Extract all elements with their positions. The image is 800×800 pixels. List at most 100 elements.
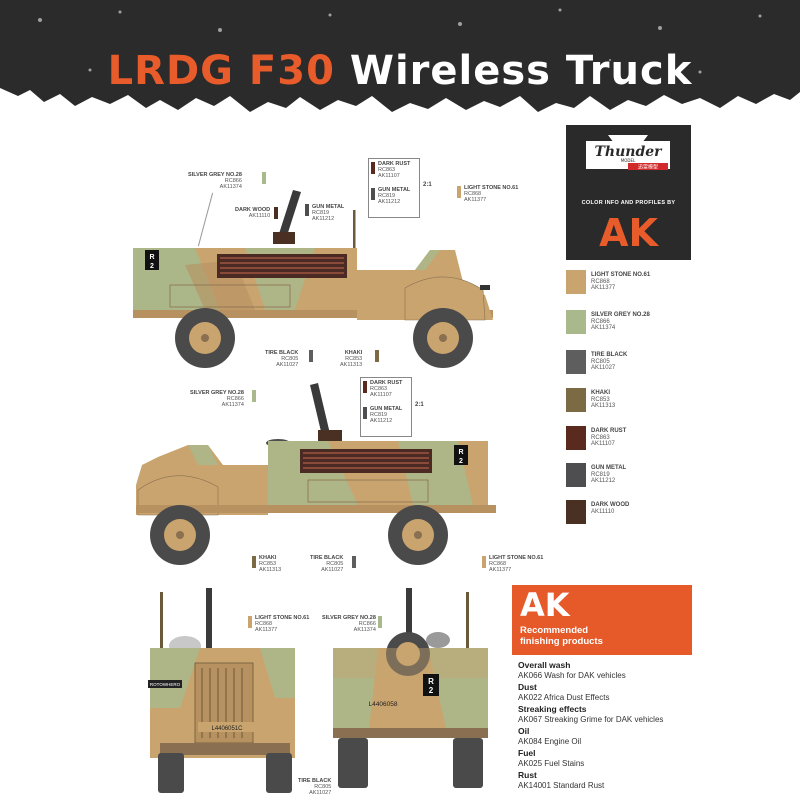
gun-mount — [273, 232, 295, 244]
right-tire — [453, 738, 483, 788]
page-title: LRDG F30 Wireless Truck — [0, 48, 800, 94]
bumper — [160, 743, 290, 755]
product-heading: Oil — [518, 726, 530, 736]
header-band — [0, 0, 800, 112]
chip-silver-grey — [262, 172, 266, 184]
swatch-light-stone — [566, 270, 586, 294]
antenna-mast — [353, 210, 356, 255]
legend-name: GUN METAL — [591, 465, 627, 471]
ak-panel-logo: AK — [520, 586, 570, 624]
legend-ak: AK11212 — [591, 478, 616, 484]
sand-channel-holes — [220, 257, 344, 274]
tac-sign-r: R — [458, 449, 463, 456]
ak-panel-text: Recommended finishing products — [520, 625, 603, 647]
chip-dark-wood — [274, 207, 278, 219]
title-subject: Wireless Truck — [349, 48, 693, 94]
swatch-gun-metal — [566, 463, 586, 487]
swatch-tire-black — [566, 350, 586, 374]
tac-sign-2: 2 — [429, 686, 434, 695]
name-plate — [148, 680, 182, 688]
legend-rc: RC853 — [591, 396, 610, 403]
truck-profile-left-side: R 2 — [136, 383, 496, 565]
tactical-sign — [423, 674, 439, 696]
ak-panel-line2: finishing products — [520, 636, 603, 647]
gun-barrel — [206, 588, 212, 648]
product-item: AK022 Africa Dust Effects — [518, 693, 610, 702]
name-plate-text: ROTOWHERO — [150, 682, 181, 687]
legend-ak: AK11107 — [591, 441, 615, 447]
legend-ak: AK11027 — [591, 365, 616, 371]
legend-rc: RC819 — [591, 471, 610, 478]
brand-panel: Thunder MODEL 迅雷模型 COLOR INFO AND PROFIL… — [566, 125, 691, 260]
swatch-dark-wood — [566, 500, 586, 524]
logo-cn-text: 迅雷模型 — [638, 164, 658, 171]
front-wheel — [413, 308, 473, 368]
legend-rc: RC805 — [591, 358, 610, 365]
chip-gun-metal-mix — [371, 188, 375, 200]
mix-ratio: 2:1 — [423, 182, 432, 188]
product-heading: Streaking effects — [518, 704, 587, 714]
product-heading: Rust — [518, 770, 537, 780]
legend-ak: AK11377 — [591, 285, 616, 291]
color-info-label: COLOR INFO AND PROFILES BY — [581, 200, 676, 206]
tac-sign-2: 2 — [459, 458, 463, 465]
truck-profile-right-side: R 2 — [133, 190, 493, 368]
gun-barrel — [310, 383, 331, 440]
swatch-khaki — [566, 388, 586, 412]
tac-sign-2: 2 — [150, 263, 154, 270]
product-item: AK066 Wash for DAK vehicles — [518, 671, 626, 680]
rear-plate-text: L4406058 — [369, 701, 398, 708]
tailboard — [333, 728, 488, 738]
ak-logo: AK — [599, 211, 658, 255]
mix-box — [368, 158, 420, 218]
front-fender — [404, 276, 486, 321]
chassis — [136, 505, 496, 513]
chip-gun-metal — [305, 204, 309, 216]
legend-rc: RC868 — [591, 278, 610, 285]
chip-light-stone — [457, 186, 461, 198]
gun-barrel — [277, 190, 301, 242]
mix-ratio: 2:1 — [415, 402, 424, 408]
left-tire — [158, 753, 184, 793]
sand-channel-holes — [303, 452, 429, 469]
tactical-sign — [145, 250, 159, 270]
ak-panel-line1: Recommended — [520, 625, 589, 636]
logo-thunder-text: Thunder — [594, 144, 663, 160]
mix-box — [360, 377, 412, 437]
ak-recommended-panel: AK Recommended finishing products — [512, 585, 692, 655]
antenna-mast — [466, 592, 469, 650]
swatch-silver-grey — [566, 310, 586, 334]
gun-barrel — [406, 588, 412, 638]
legend-ak: AK11110 — [591, 508, 615, 515]
rear-wheel — [388, 505, 448, 565]
front-plate-text: L4406051C — [211, 726, 243, 732]
swatch-dark-rust — [566, 426, 586, 450]
left-tire — [338, 738, 368, 788]
rear-wheel — [175, 308, 235, 368]
chassis — [133, 310, 493, 318]
right-tire — [266, 753, 292, 793]
chip-light-stone — [482, 556, 486, 568]
legend-name: TIRE BLACK — [591, 352, 628, 358]
front-wheel — [150, 505, 210, 565]
chip-silver-grey — [252, 390, 256, 402]
product-item: AK067 Streaking Grime for DAK vehicles — [518, 715, 664, 724]
legend-name: SILVER GREY NO.28 — [591, 312, 650, 318]
chip-tire-black — [352, 556, 356, 568]
chip-dark-rust — [363, 381, 367, 393]
chip-gun-metal-mix — [363, 407, 367, 419]
